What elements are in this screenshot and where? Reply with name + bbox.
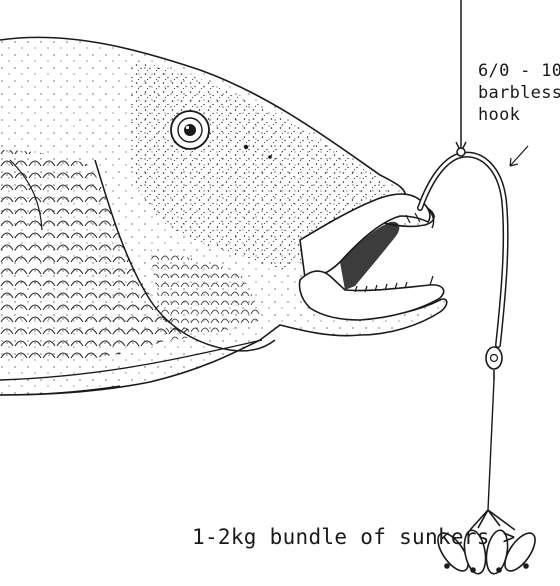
leader-line — [488, 380, 494, 510]
hook-type-text: barbless — [478, 82, 560, 104]
hook-icon — [420, 148, 506, 345]
hook-word-text: hook — [478, 104, 560, 126]
hook-size-text: 6/0 - 10/0 — [478, 60, 560, 82]
hook-label: 6/0 - 10/0 barbless hook — [478, 60, 560, 126]
sinker-label: 1-2kg bundle of sunkers > — [192, 524, 516, 550]
pointer-arrow-icon — [510, 146, 528, 166]
swivel-icon — [486, 347, 502, 380]
